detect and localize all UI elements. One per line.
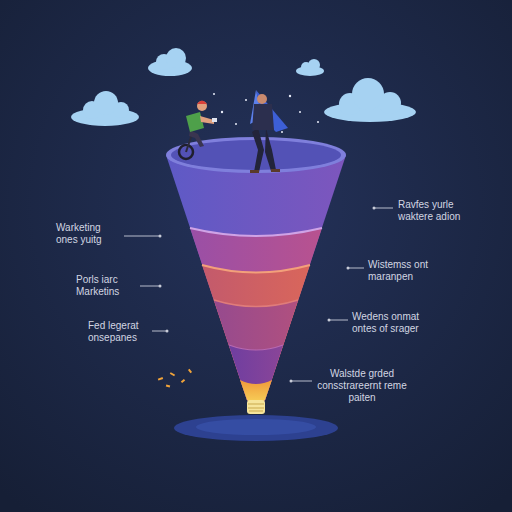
cloud-part bbox=[113, 102, 129, 118]
tip-coil-part bbox=[248, 408, 264, 409]
person-cyclist-part bbox=[189, 130, 204, 147]
leader-lines-part bbox=[348, 268, 364, 269]
leader-lines-part bbox=[374, 208, 393, 209]
person-standing-part bbox=[250, 170, 259, 173]
person-cyclist bbox=[179, 101, 217, 160]
person-cyclist-part bbox=[200, 116, 214, 124]
leader-dots-part bbox=[290, 380, 293, 383]
sparkles-part bbox=[235, 123, 237, 125]
cloud-part bbox=[352, 78, 384, 110]
clouds bbox=[71, 48, 416, 126]
sparkles-part bbox=[289, 95, 291, 97]
cloud bbox=[148, 48, 192, 76]
sparkles-part bbox=[299, 111, 301, 113]
leader-dots-part bbox=[159, 235, 162, 238]
callout-label: Warketing ones yuitg bbox=[56, 222, 118, 246]
callout-label: Fed legerat onsepanes bbox=[88, 320, 150, 344]
cloud-part bbox=[379, 92, 401, 114]
sparkles-part bbox=[213, 93, 215, 95]
confetti-part bbox=[170, 372, 175, 376]
funnel-tip bbox=[247, 400, 265, 414]
funnel-band bbox=[229, 345, 283, 404]
callout-label: Wedens onmat ontes of srager bbox=[352, 311, 434, 335]
leader-lines-part bbox=[124, 236, 160, 237]
funnel-shadow bbox=[174, 415, 338, 441]
leader-lines bbox=[124, 208, 393, 381]
person-standing bbox=[250, 90, 288, 173]
callout-label: Ravfes yurle waktere adion bbox=[398, 199, 470, 223]
tip-coil-part bbox=[249, 411, 263, 412]
person-cyclist-part bbox=[197, 101, 207, 105]
person-cyclist-part bbox=[197, 101, 207, 111]
leader-lines-part bbox=[140, 286, 160, 287]
cloud bbox=[71, 91, 139, 126]
confetti-part bbox=[181, 379, 185, 383]
funnel-band bbox=[190, 228, 322, 404]
leader-lines-part bbox=[291, 381, 312, 382]
sparkles bbox=[213, 93, 319, 133]
cloud bbox=[296, 59, 324, 76]
leader-lines-part bbox=[329, 320, 348, 321]
person-standing-part bbox=[257, 94, 267, 104]
leader-dots-part bbox=[373, 207, 376, 210]
funnel-band bbox=[166, 155, 346, 404]
funnel-shadow bbox=[196, 419, 316, 435]
band-edge bbox=[202, 265, 310, 273]
cloud-part bbox=[166, 48, 186, 68]
cloud-part bbox=[308, 59, 320, 71]
confetti-part bbox=[158, 377, 163, 381]
tip-coil-part bbox=[248, 404, 264, 405]
confetti bbox=[158, 369, 192, 388]
funnel-band bbox=[214, 300, 298, 404]
band-edge bbox=[190, 228, 322, 236]
person-standing-part bbox=[265, 128, 276, 171]
leader-dots bbox=[159, 207, 376, 383]
leader-dots-part bbox=[166, 330, 169, 333]
confetti-part bbox=[188, 369, 192, 373]
cloud bbox=[324, 78, 416, 122]
callout-label: Porls iarc Marketins bbox=[76, 274, 138, 298]
person-standing-part bbox=[252, 128, 264, 172]
person-cyclist-part bbox=[212, 118, 217, 122]
tip-coil bbox=[248, 404, 264, 411]
person-standing-part bbox=[252, 104, 274, 130]
band-edge bbox=[214, 300, 298, 307]
funnel-band bbox=[202, 265, 310, 404]
sparkles-part bbox=[245, 99, 247, 101]
leader-dots-part bbox=[347, 267, 350, 270]
funnel bbox=[166, 137, 346, 414]
callout-label: Walstde grded consstrareernt reme paiten bbox=[316, 368, 408, 404]
band-edge bbox=[229, 345, 283, 350]
callout-label: Wistemss ont maranpen bbox=[368, 259, 440, 283]
confetti-part bbox=[166, 385, 170, 388]
person-standing-part bbox=[271, 169, 280, 172]
leader-dots-part bbox=[159, 285, 162, 288]
sparkles-part bbox=[221, 111, 223, 113]
sparkles-part bbox=[317, 121, 319, 123]
leader-lines-part bbox=[152, 331, 167, 332]
sparkles-part bbox=[281, 131, 283, 133]
leader-dots-part bbox=[328, 319, 331, 322]
